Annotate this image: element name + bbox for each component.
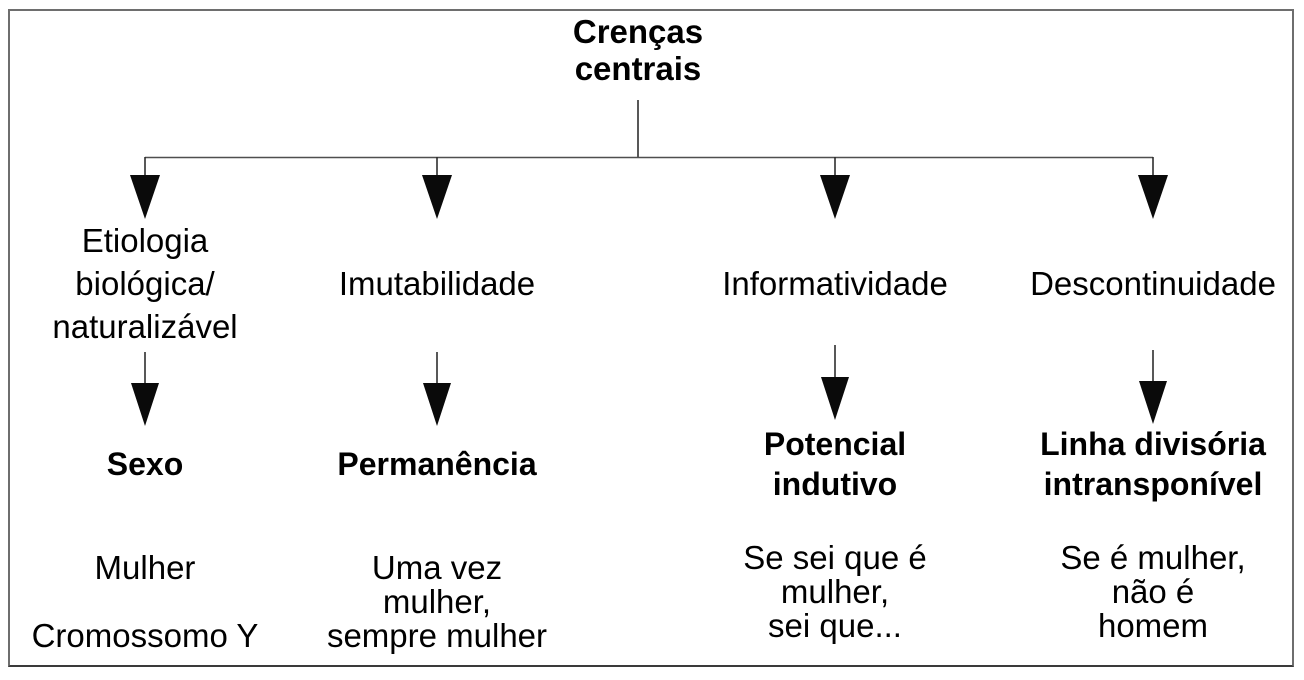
belief-label-etiologia: Etiologia biológica/ naturalizável [52, 221, 238, 345]
root-node-title: Crenças centrais [572, 13, 704, 87]
arrow-down-icon [1139, 350, 1167, 424]
concept-label-linha-divisoria: Linha divisória intransponível [1040, 426, 1266, 502]
example-text-linha-divisoria: Se é mulher, não é homem [1060, 539, 1246, 644]
arrow-down-icon [423, 352, 451, 426]
arrow-down-icon [131, 352, 159, 426]
concept-label-permanencia: Permanência [337, 446, 537, 482]
concept-label-sexo: Sexo [106, 446, 184, 482]
belief-label-informatividade: Informatividade [722, 264, 948, 302]
example-text-potencial-indutivo: Se sei que é mulher, sei que... [743, 539, 927, 644]
example-text-permanencia: Uma vez mulher, sempre mulher [326, 549, 548, 654]
arrow-down-icon [1138, 157, 1168, 219]
example-text-sexo: Mulher Cromossomo Y [31, 549, 259, 654]
belief-label-imutabilidade: Imutabilidade [338, 264, 536, 302]
arrow-down-icon [422, 157, 452, 219]
belief-label-descontinuidade: Descontinuidade [1030, 264, 1276, 302]
arrow-down-icon [821, 345, 849, 420]
arrow-down-icon [820, 157, 850, 219]
concept-label-potencial-indutivo: Potencial indutivo [763, 426, 907, 502]
arrow-down-icon [130, 157, 160, 219]
